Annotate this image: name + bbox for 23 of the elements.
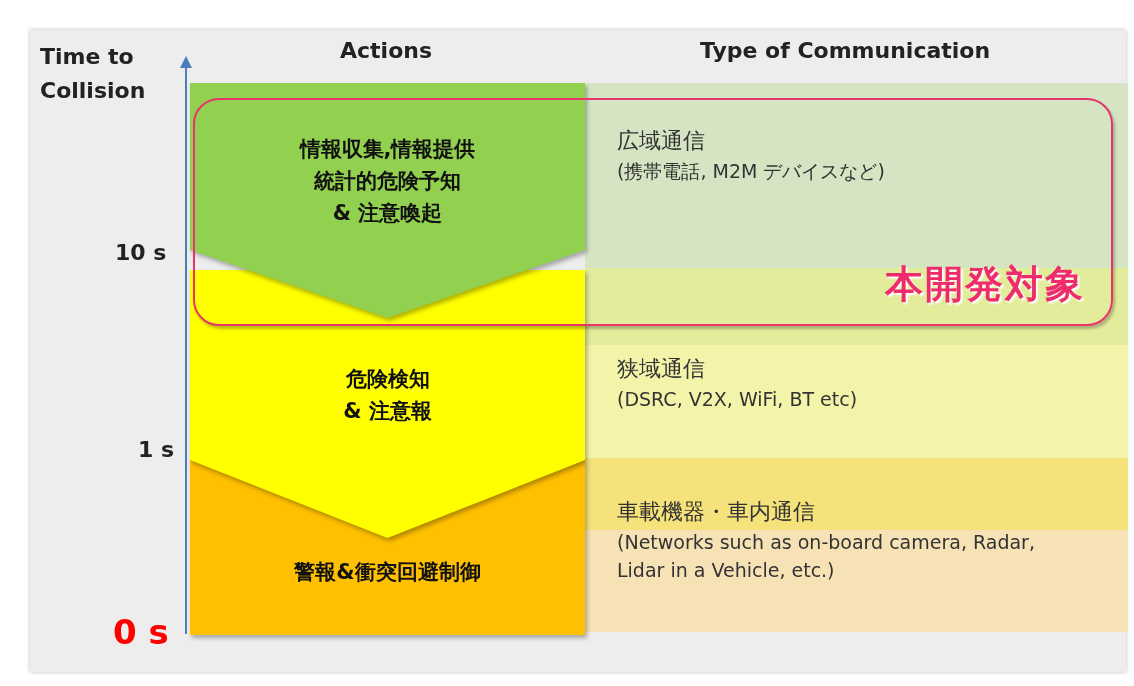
communication-note: (携帯電話, M2M デバイスなど) — [617, 159, 886, 184]
communication-title: 狭域通信 — [617, 355, 706, 383]
scope-label: 本開発対象 — [885, 261, 1085, 308]
column-header: Actions — [340, 38, 432, 63]
action-text: & 注意報 — [343, 398, 432, 425]
action-text: 情報収集,情報提供 — [299, 136, 476, 163]
tick-label: 0 s — [113, 612, 169, 652]
column-header: Type of Communication — [700, 38, 991, 63]
communication-title: 車載機器・車内通信 — [617, 498, 816, 526]
communication-band — [585, 458, 1128, 632]
communication-note: (DSRC, V2X, WiFi, BT etc) — [617, 387, 859, 412]
axis-title: Time to Collision — [40, 43, 147, 105]
communication-note: (Networks such as on-board camera, Radar, Lidar in a Vehicle, etc.) — [617, 530, 1036, 583]
action-text: 統計的危険予知 — [314, 168, 461, 195]
highlight-frame — [193, 98, 1113, 326]
action-text: 危険検知 — [345, 366, 430, 393]
communication-band — [585, 345, 1128, 458]
tick-label: 10 s — [115, 240, 167, 265]
tick-label: 1 s — [138, 437, 175, 462]
communication-title: 広域通信 — [617, 127, 706, 155]
action-text: 警報&衝突回避制御 — [294, 559, 481, 586]
action-text: & 注意喚起 — [332, 200, 443, 227]
chevron-stage-block — [190, 83, 585, 318]
